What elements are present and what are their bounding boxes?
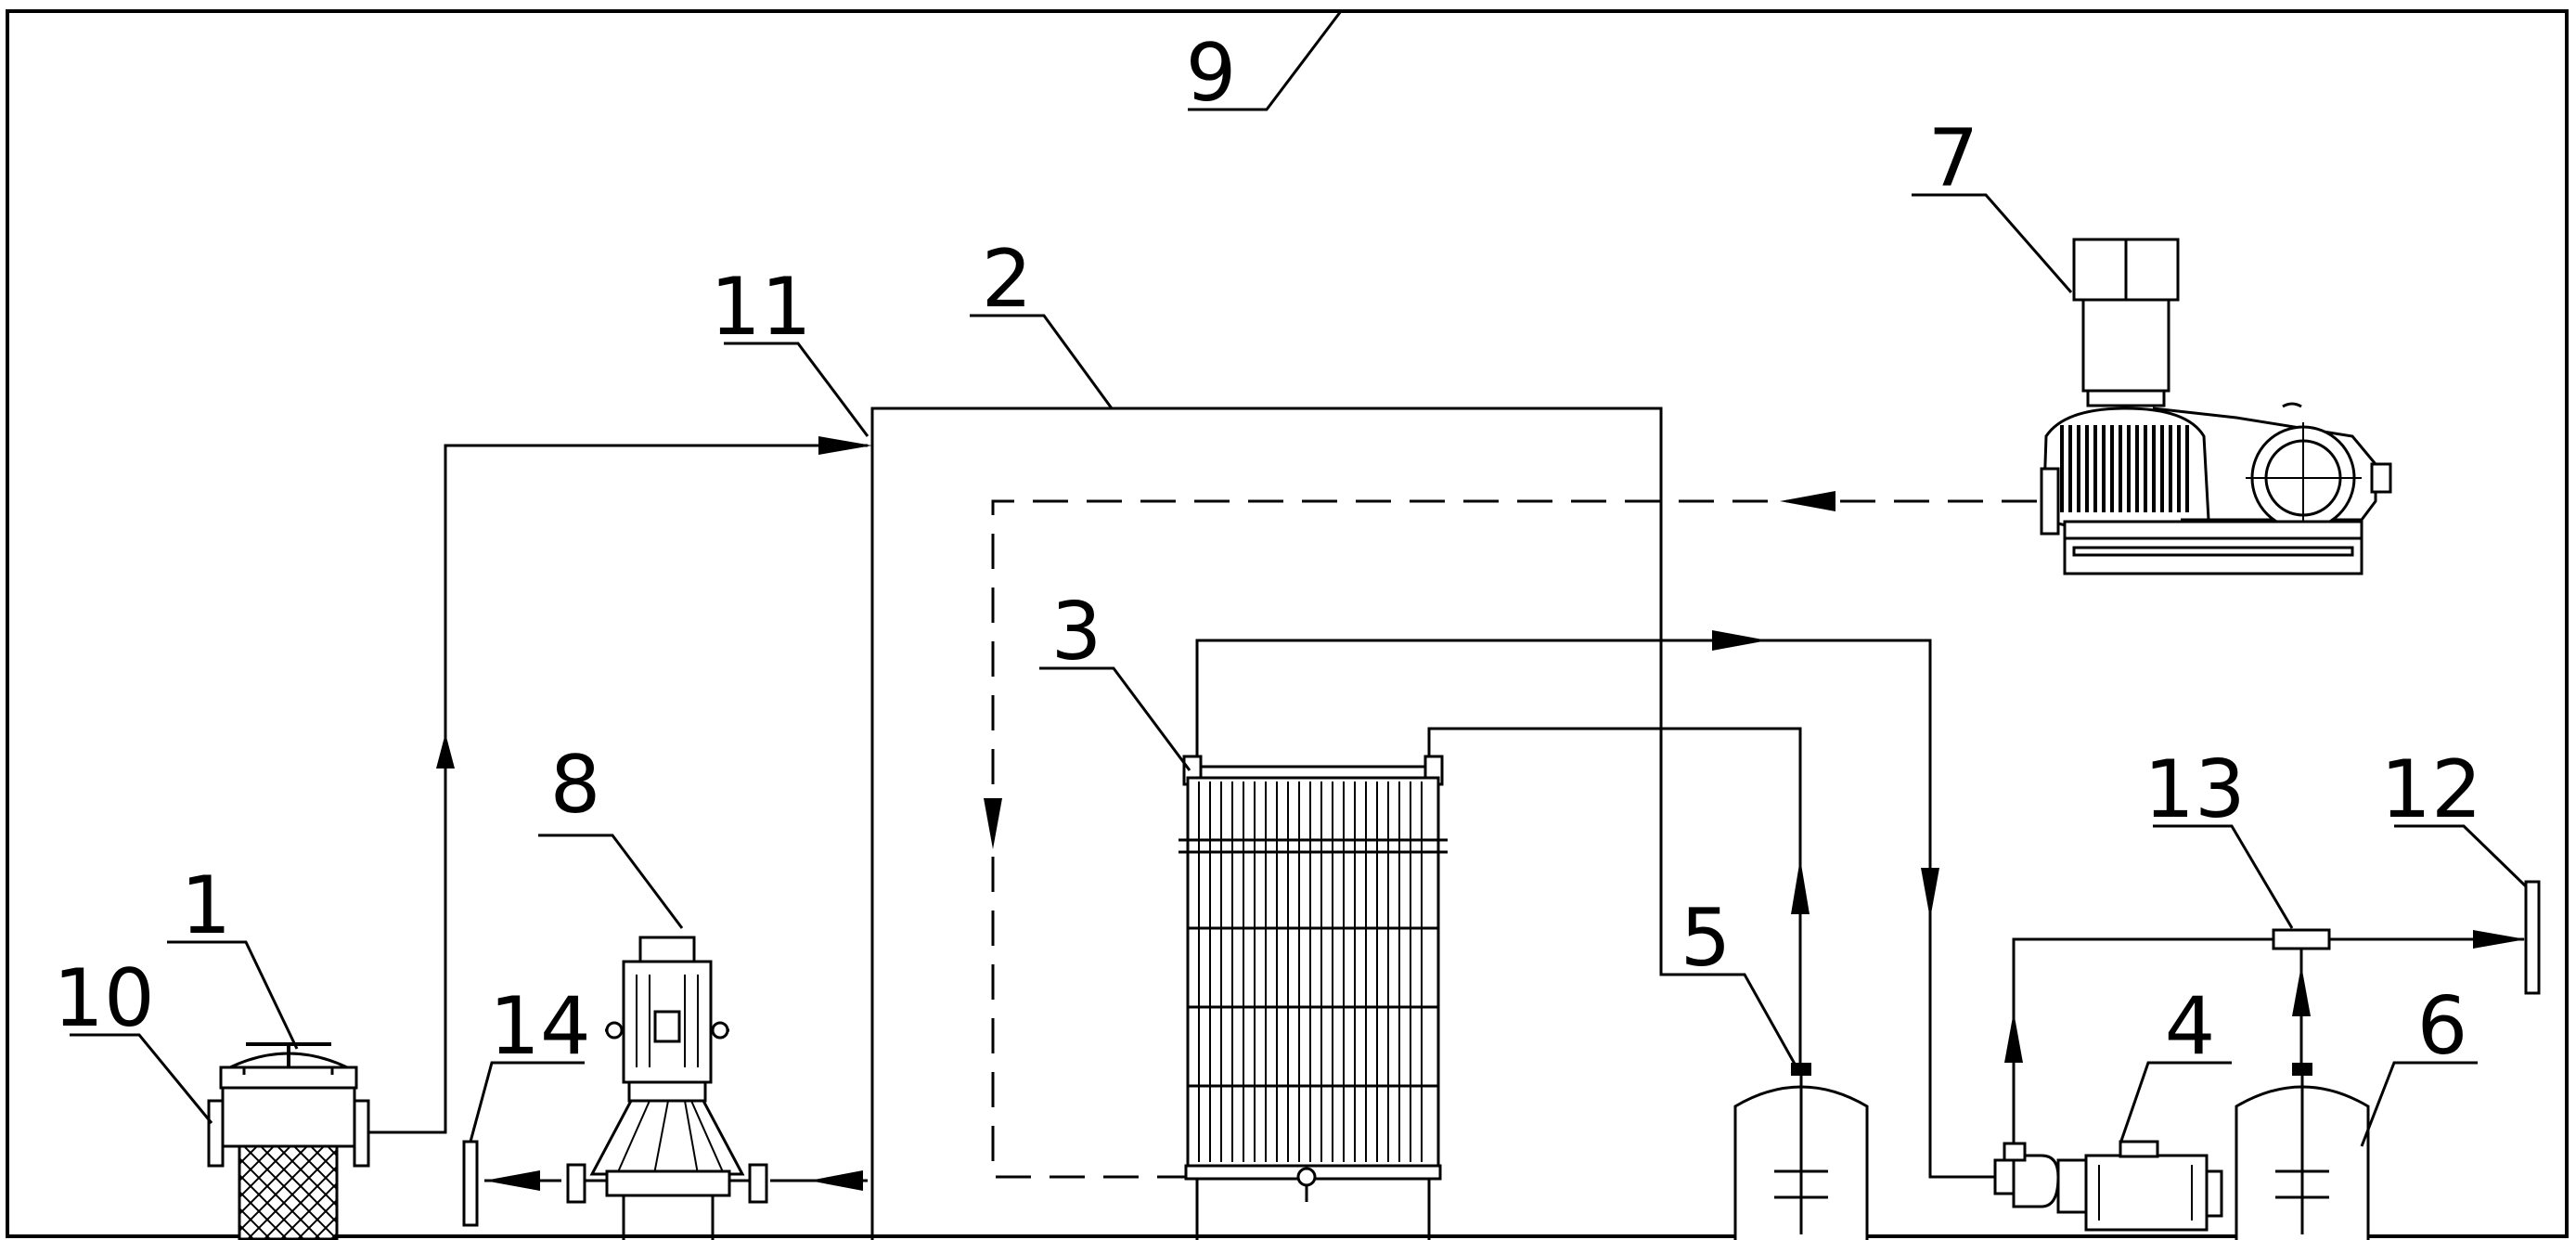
leader-11 xyxy=(724,342,869,437)
label-10: 10 xyxy=(53,952,154,1045)
dosing-tank-6 xyxy=(2235,1063,2370,1240)
arrow-right-permeate xyxy=(1712,630,1768,651)
label-9: 9 xyxy=(1186,27,1237,120)
arrow-up-feed xyxy=(436,733,455,769)
leader-1 xyxy=(167,940,299,1050)
dosing-tank-5 xyxy=(1733,1063,1869,1240)
suction-pump-4 xyxy=(1993,1140,2223,1232)
leader-14 xyxy=(469,1061,585,1143)
flow-meter-13 xyxy=(2272,928,2331,950)
leader-10 xyxy=(70,1033,213,1124)
tank-outlet-line xyxy=(462,1140,868,1227)
leader-13 xyxy=(2153,824,2294,929)
blower-fins xyxy=(2060,425,2189,512)
label-13: 13 xyxy=(2144,743,2245,836)
label-5: 5 xyxy=(1681,892,1732,985)
leader-9 xyxy=(1188,10,1343,111)
label-12: 12 xyxy=(2380,743,2481,836)
air-line xyxy=(984,491,2037,1179)
leader-lines xyxy=(70,10,2528,1147)
vertical-pump-8 xyxy=(566,936,768,1240)
arrow-right-outlet xyxy=(2473,930,2526,949)
discharge-plate-14 xyxy=(462,1140,479,1227)
leader-2 xyxy=(970,314,1114,409)
arrow-up-outlet xyxy=(2004,1012,2023,1063)
roots-blower-7 xyxy=(2040,238,2392,575)
diffuser-valve xyxy=(1296,1167,1317,1187)
outlet-plate-12 xyxy=(2524,880,2541,995)
inlet-flange-10 xyxy=(207,1099,225,1168)
permeate-line xyxy=(1195,630,1995,1179)
arrow-left-air xyxy=(1780,491,1835,511)
arrow-left-discharge xyxy=(484,1170,540,1191)
arrow-up-dosing-5 xyxy=(1791,859,1810,914)
feed-line xyxy=(357,436,872,1134)
leader-3 xyxy=(1039,666,1191,771)
label-6: 6 xyxy=(2417,980,2468,1073)
label-8: 8 xyxy=(550,739,601,832)
leader-4 xyxy=(2119,1061,2232,1144)
arrow-left-tank-outlet xyxy=(809,1170,863,1191)
dosing-line-5 xyxy=(1427,727,1810,1063)
arrow-down-permeate xyxy=(1921,868,1939,919)
label-2: 2 xyxy=(982,233,1033,326)
arrow-down-air xyxy=(984,798,1002,849)
leader-5 xyxy=(1670,973,1797,1066)
dosing-line-6 xyxy=(2292,949,2311,1063)
arrow-up-dosing-6 xyxy=(2292,965,2311,1016)
label-3: 3 xyxy=(1051,586,1102,678)
basket-strainer-1 xyxy=(207,1042,370,1240)
label-14: 14 xyxy=(489,980,590,1073)
outlet-line xyxy=(2004,880,2541,1160)
membrane-module-3 xyxy=(1179,755,1448,1240)
leader-7 xyxy=(1912,193,2073,293)
leader-8 xyxy=(538,833,684,929)
outer-enclosure-frame xyxy=(6,9,2569,1238)
label-11: 11 xyxy=(710,261,811,354)
label-1: 1 xyxy=(181,859,232,952)
leader-6 xyxy=(2360,1061,2478,1147)
membrane-fibers xyxy=(1198,781,1423,1162)
leader-12 xyxy=(2394,824,2528,888)
label-4: 4 xyxy=(2165,980,2216,1073)
arrow-right-feed xyxy=(818,436,872,455)
number-labels: 9 7 2 11 3 8 1 10 14 5 4 6 13 12 xyxy=(53,27,2481,1073)
label-7: 7 xyxy=(1928,112,1979,205)
